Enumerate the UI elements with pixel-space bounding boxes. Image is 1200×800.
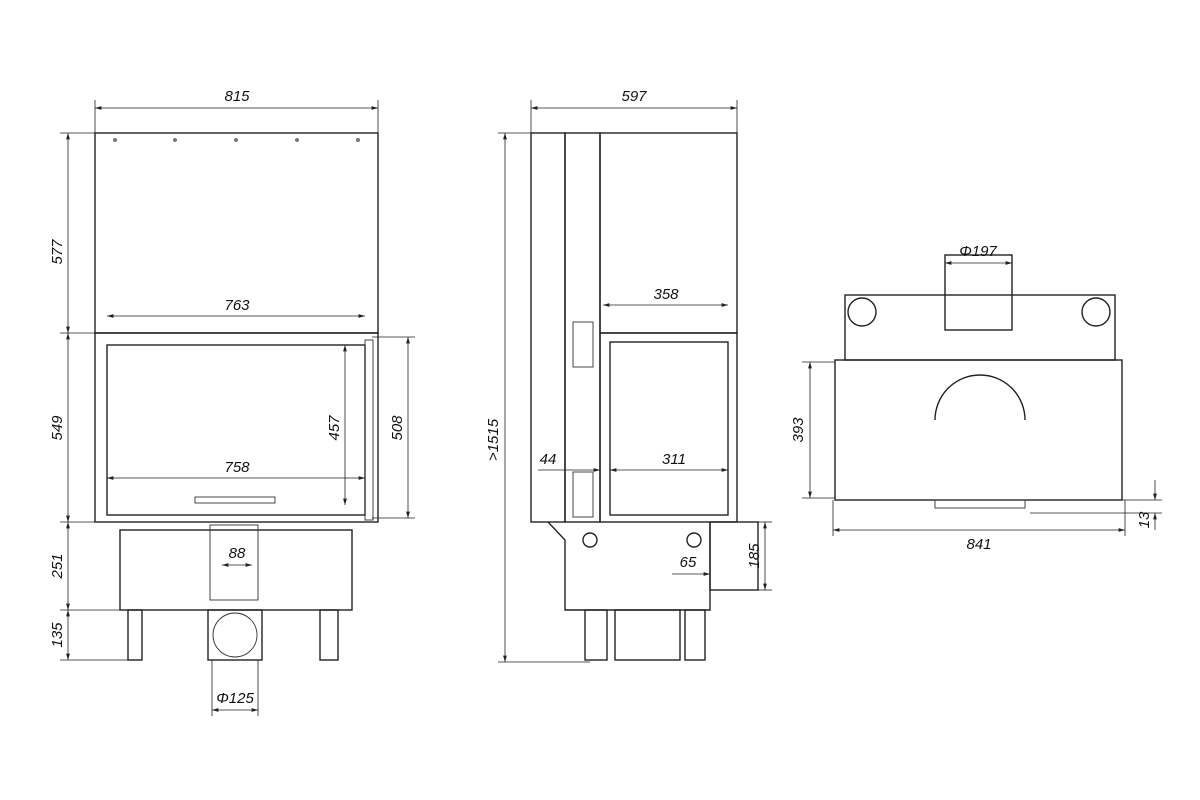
side-flue-box <box>614 609 681 661</box>
dim-door-height: 508 <box>389 415 406 441</box>
dim-glass-height: 457 <box>326 415 343 441</box>
leg-right <box>319 609 339 661</box>
door-handle <box>194 496 276 504</box>
dim-front-width: 815 <box>224 88 250 105</box>
side-pipe-box <box>709 521 759 591</box>
front-door-frame <box>94 332 379 523</box>
dim-flue-diameter: Φ125 <box>216 690 254 707</box>
side-panel <box>564 132 601 523</box>
front-base <box>119 529 353 611</box>
top-flue-ring <box>934 374 1026 421</box>
dim-depth: 597 <box>621 88 647 105</box>
side-leg-front <box>584 609 608 661</box>
flue-outlet <box>212 612 258 658</box>
dim-total-height: >1515 <box>485 418 502 461</box>
side-door-frame <box>599 332 738 523</box>
dim-inner-width: 763 <box>224 297 250 314</box>
dim-base-height: 251 <box>49 553 66 579</box>
dim-top-flue-diameter: Φ197 <box>959 243 997 260</box>
dim-offset: 44 <box>540 451 557 468</box>
dim-door-section-height: 549 <box>49 415 66 441</box>
air-inlet <box>209 524 259 601</box>
side-top-casing <box>599 132 738 334</box>
top-flue <box>944 254 1013 331</box>
dim-leg-height: 135 <box>49 622 66 648</box>
dim-air-inlet: 88 <box>229 545 246 562</box>
top-view: Φ197 393 841 13 <box>790 243 1162 553</box>
side-leg-back <box>684 609 706 661</box>
dim-top-depth: 358 <box>653 286 679 303</box>
flue-box <box>207 609 263 661</box>
side-glass <box>609 341 729 516</box>
top-body <box>834 359 1123 501</box>
dim-top-depth-393: 393 <box>790 417 807 443</box>
dim-glass-depth: 311 <box>662 451 686 468</box>
side-view: 597 >1515 358 44 311 65 185 <box>485 88 772 663</box>
dim-top-width: 841 <box>966 536 991 553</box>
front-view: 815 577 763 549 457 508 758 251 88 135 Φ… <box>49 88 415 716</box>
dim-pipe-height: 185 <box>746 543 763 569</box>
dim-glass-width: 758 <box>224 459 250 476</box>
dim-top-offset: 13 <box>1136 511 1153 528</box>
dim-pipe-offset: 65 <box>680 554 697 571</box>
top-upper <box>844 294 1116 361</box>
dim-top-height: 577 <box>49 239 66 265</box>
leg-left <box>127 609 143 661</box>
